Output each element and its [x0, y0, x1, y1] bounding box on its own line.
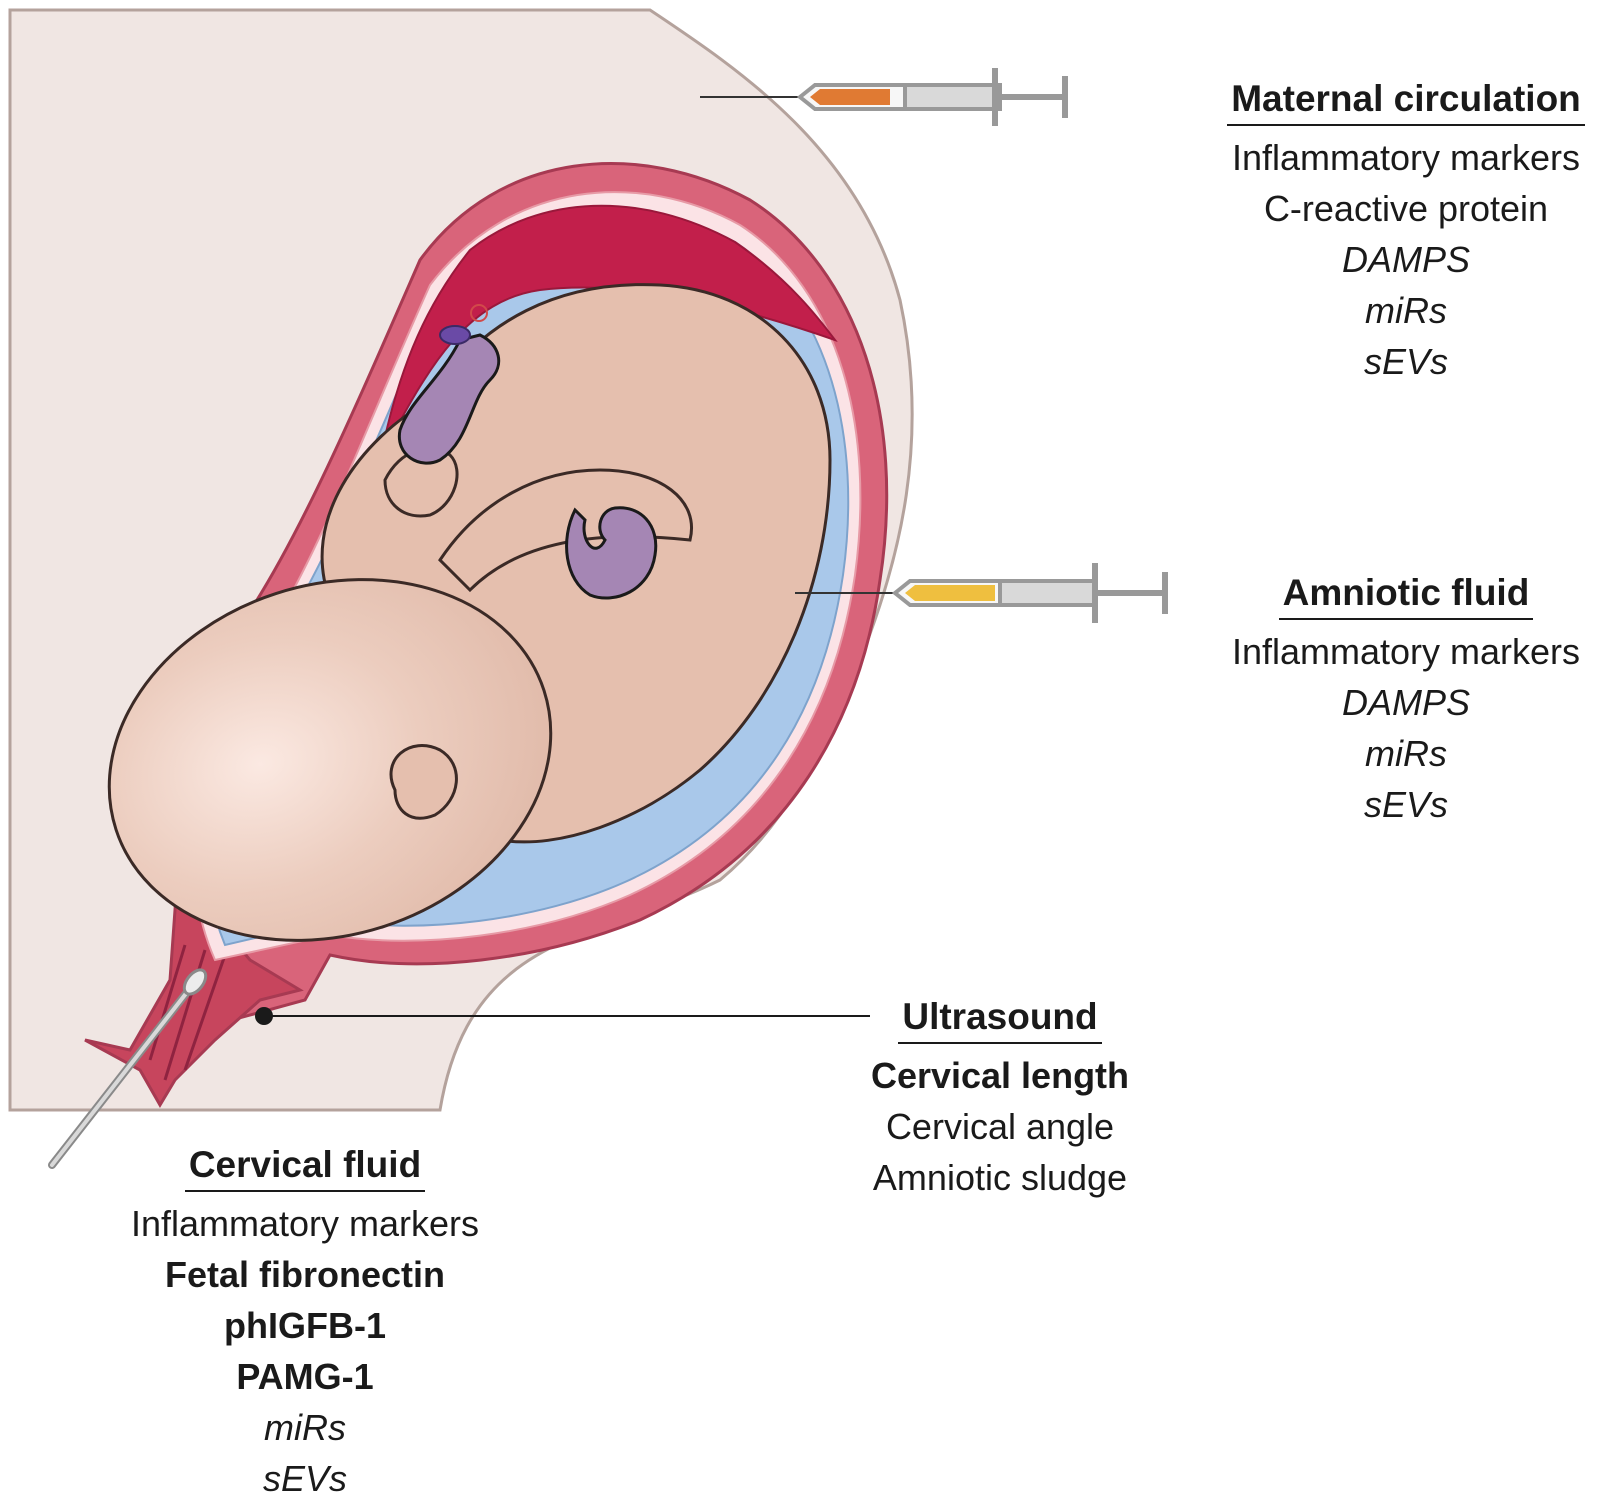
cervical-fluid-heading: Cervical fluid: [184, 1142, 426, 1192]
list-item: Fetal fibronectin: [164, 1254, 446, 1295]
list-item: C-reactive protein: [1263, 188, 1549, 229]
amniotic-fluid-label: Amniotic fluid Inflammatory markers DAMP…: [1196, 570, 1616, 830]
amniotic-fluid-heading: Amniotic fluid: [1278, 570, 1534, 620]
list-item: Inflammatory markers: [1231, 631, 1581, 672]
maternal-blood-syringe: [700, 68, 1068, 126]
maternal-circulation-list: Inflammatory markers C-reactive protein …: [1196, 132, 1616, 387]
cervical-swab: [48, 968, 208, 1169]
ultrasound-pointer: [255, 1007, 870, 1025]
cervical-fluid-label: Cervical fluid Inflammatory markers Feta…: [90, 1142, 520, 1504]
fetus-head: [107, 578, 553, 942]
amniotic-fluid-list: Inflammatory markers DAMPS miRs sEVs: [1196, 626, 1616, 830]
list-item: DAMPS: [1341, 239, 1471, 280]
umbilical-cord-loop: [565, 506, 658, 600]
ultrasound-heading: Ultrasound: [898, 994, 1102, 1044]
maternal-circulation-label: Maternal circulation Inflammatory marker…: [1196, 76, 1616, 387]
list-item: Cervical length: [870, 1055, 1130, 1096]
umbilical-cord: [397, 333, 501, 465]
list-item: DAMPS: [1341, 682, 1471, 723]
list-item: miRs: [1365, 733, 1447, 774]
ultrasound-label: Ultrasound Cervical length Cervical angl…: [810, 994, 1190, 1203]
list-item: Inflammatory markers: [1231, 137, 1581, 178]
list-item: miRs: [1365, 290, 1447, 331]
placenta: [379, 204, 838, 461]
list-item: phIGFB-1: [224, 1305, 386, 1346]
placental-vessel-small: [470, 304, 488, 322]
fetus-ear: [389, 744, 458, 820]
list-item: sEVs: [262, 1458, 348, 1499]
list-item: Inflammatory markers: [130, 1203, 480, 1244]
list-item: PAMG-1: [236, 1356, 374, 1397]
list-item: sEVs: [1363, 784, 1449, 825]
list-item: Cervical angle: [885, 1106, 1115, 1147]
fetus-arm: [438, 468, 693, 593]
placental-vessel: [439, 325, 471, 345]
list-item: miRs: [264, 1407, 346, 1448]
maternal-circulation-heading: Maternal circulation: [1227, 76, 1585, 126]
ultrasound-list: Cervical length Cervical angle Amniotic …: [810, 1050, 1190, 1203]
cervical-fluid-list: Inflammatory markers Fetal fibronectin p…: [90, 1198, 520, 1504]
amniotic-fluid-syringe: [795, 563, 1168, 623]
list-item: Amniotic sludge: [872, 1157, 1128, 1198]
list-item: sEVs: [1363, 341, 1449, 382]
